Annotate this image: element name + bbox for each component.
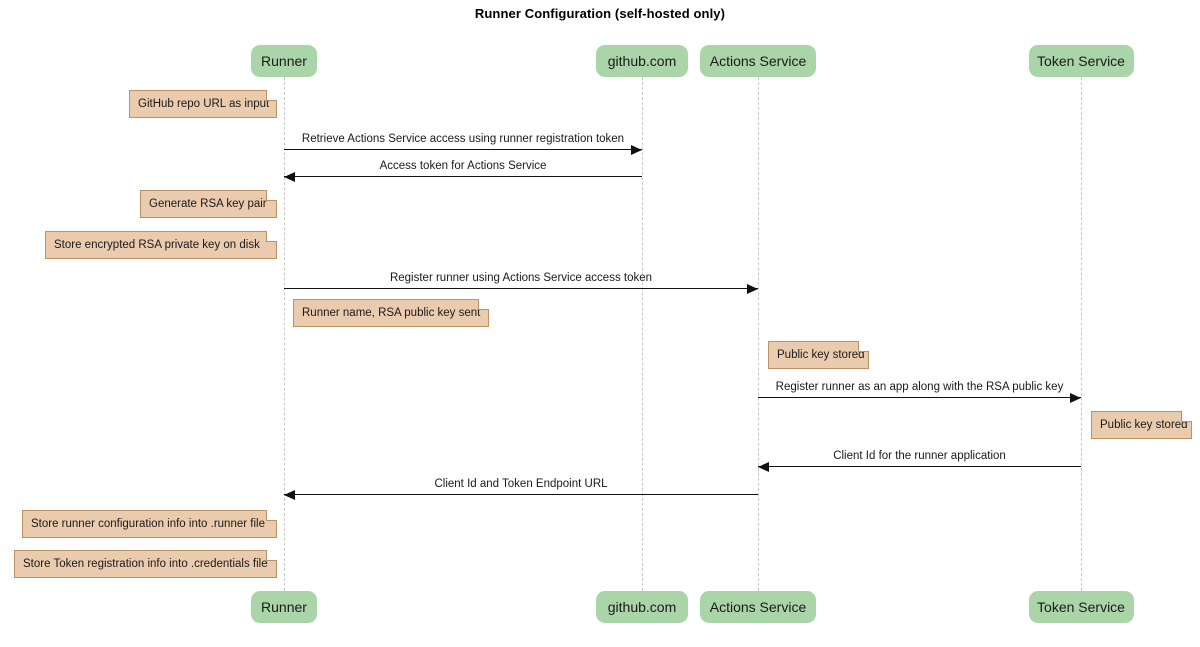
msg-client-id-endpoint-line xyxy=(284,494,758,495)
participant-runner-header[interactable]: Runner xyxy=(251,45,317,77)
participant-runner-footer[interactable]: Runner xyxy=(251,591,317,623)
msg-access-token-arrowhead xyxy=(284,171,295,182)
msg-client-id-line xyxy=(758,466,1081,467)
note-fold-corner-icon xyxy=(266,231,277,242)
note-store-runner: Store runner configuration info into .ru… xyxy=(22,510,277,538)
msg-retrieve-access-arrowhead xyxy=(631,144,642,155)
note-repo-url-text: GitHub repo URL as input xyxy=(138,98,270,110)
msg-access-token-line xyxy=(284,176,642,177)
participant-actions-footer[interactable]: Actions Service xyxy=(700,591,816,623)
note-store-runner-text: Store runner configuration info into .ru… xyxy=(31,518,265,530)
msg-retrieve-access-label: Retrieve Actions Service access using ru… xyxy=(301,133,625,145)
note-fold-corner-icon xyxy=(478,299,489,310)
msg-register-app-line xyxy=(758,397,1081,398)
participant-github-footer[interactable]: github.com xyxy=(596,591,688,623)
note-fold-corner-icon xyxy=(266,90,277,101)
msg-register-app-arrowhead xyxy=(1070,392,1081,403)
note-store-creds-text: Store Token registration info into .cred… xyxy=(23,558,268,570)
msg-client-id-endpoint-label: Client Id and Token Endpoint URL xyxy=(434,478,608,490)
lifeline-github xyxy=(642,77,643,591)
note-rsa-keypair-text: Generate RSA key pair xyxy=(149,198,267,210)
msg-client-id-label: Client Id for the runner application xyxy=(833,450,1006,462)
msg-register-runner-line xyxy=(284,288,758,289)
note-pubkey-token: Public key stored xyxy=(1091,411,1192,439)
note-pubkey-actions-text: Public key stored xyxy=(777,349,865,361)
note-pubkey-token-text: Public key stored xyxy=(1100,419,1188,431)
note-runner-name-text: Runner name, RSA public key sent xyxy=(302,307,481,319)
note-store-privkey-text: Store encrypted RSA private key on disk xyxy=(54,239,260,251)
note-fold-corner-icon xyxy=(1181,411,1192,422)
note-fold-corner-icon xyxy=(266,550,277,561)
note-fold-corner-icon xyxy=(266,510,277,521)
msg-access-token-label: Access token for Actions Service xyxy=(379,160,547,172)
lifeline-actions xyxy=(758,77,759,591)
participant-actions-header[interactable]: Actions Service xyxy=(700,45,816,77)
participant-token-footer[interactable]: Token Service xyxy=(1028,591,1134,623)
note-pubkey-actions: Public key stored xyxy=(768,341,869,369)
note-rsa-keypair: Generate RSA key pair xyxy=(140,190,277,218)
note-store-privkey: Store encrypted RSA private key on disk xyxy=(45,231,277,259)
msg-client-id-endpoint-arrowhead xyxy=(284,489,295,500)
note-runner-name: Runner name, RSA public key sent xyxy=(293,299,489,327)
lifeline-runner xyxy=(284,77,285,591)
note-fold-corner-icon xyxy=(858,341,869,352)
msg-client-id-arrowhead xyxy=(758,461,769,472)
msg-register-app-label: Register runner as an app along with the… xyxy=(775,381,1064,393)
note-repo-url: GitHub repo URL as input xyxy=(129,90,277,118)
note-store-creds: Store Token registration info into .cred… xyxy=(14,550,277,578)
msg-retrieve-access-line xyxy=(284,149,642,150)
msg-register-runner-arrowhead xyxy=(747,283,758,294)
participant-github-header[interactable]: github.com xyxy=(596,45,688,77)
msg-register-runner-label: Register runner using Actions Service ac… xyxy=(389,272,653,284)
participant-token-header[interactable]: Token Service xyxy=(1028,45,1134,77)
note-fold-corner-icon xyxy=(266,190,277,201)
diagram-title: Runner Configuration (self-hosted only) xyxy=(474,6,726,21)
lifeline-token xyxy=(1081,77,1082,591)
